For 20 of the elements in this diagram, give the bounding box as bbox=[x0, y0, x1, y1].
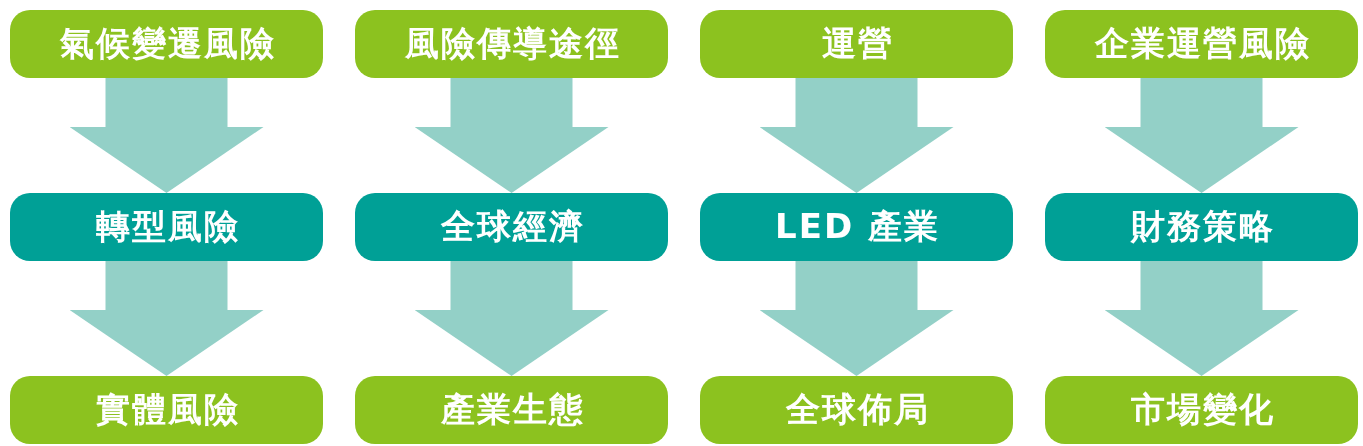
arrow bbox=[1104, 78, 1299, 193]
arrow bbox=[414, 261, 609, 376]
process-box: 財務策略 bbox=[1045, 193, 1358, 261]
process-box: 全球佈局 bbox=[700, 376, 1013, 444]
arrow bbox=[759, 78, 954, 193]
process-box: 運營 bbox=[700, 10, 1013, 78]
arrow bbox=[69, 261, 264, 376]
process-box: 市場變化 bbox=[1045, 376, 1358, 444]
arrow bbox=[414, 78, 609, 193]
process-box: 風險傳導途徑 bbox=[355, 10, 668, 78]
process-box: 轉型風險 bbox=[10, 193, 323, 261]
process-box: LED 產業 bbox=[700, 193, 1013, 261]
process-box: 全球經濟 bbox=[355, 193, 668, 261]
process-box: 實體風險 bbox=[10, 376, 323, 444]
process-box: 企業運營風險 bbox=[1045, 10, 1358, 78]
arrow bbox=[69, 78, 264, 193]
arrow bbox=[759, 261, 954, 376]
arrow bbox=[1104, 261, 1299, 376]
process-box: 產業生態 bbox=[355, 376, 668, 444]
process-box: 氣候變遷風險 bbox=[10, 10, 323, 78]
